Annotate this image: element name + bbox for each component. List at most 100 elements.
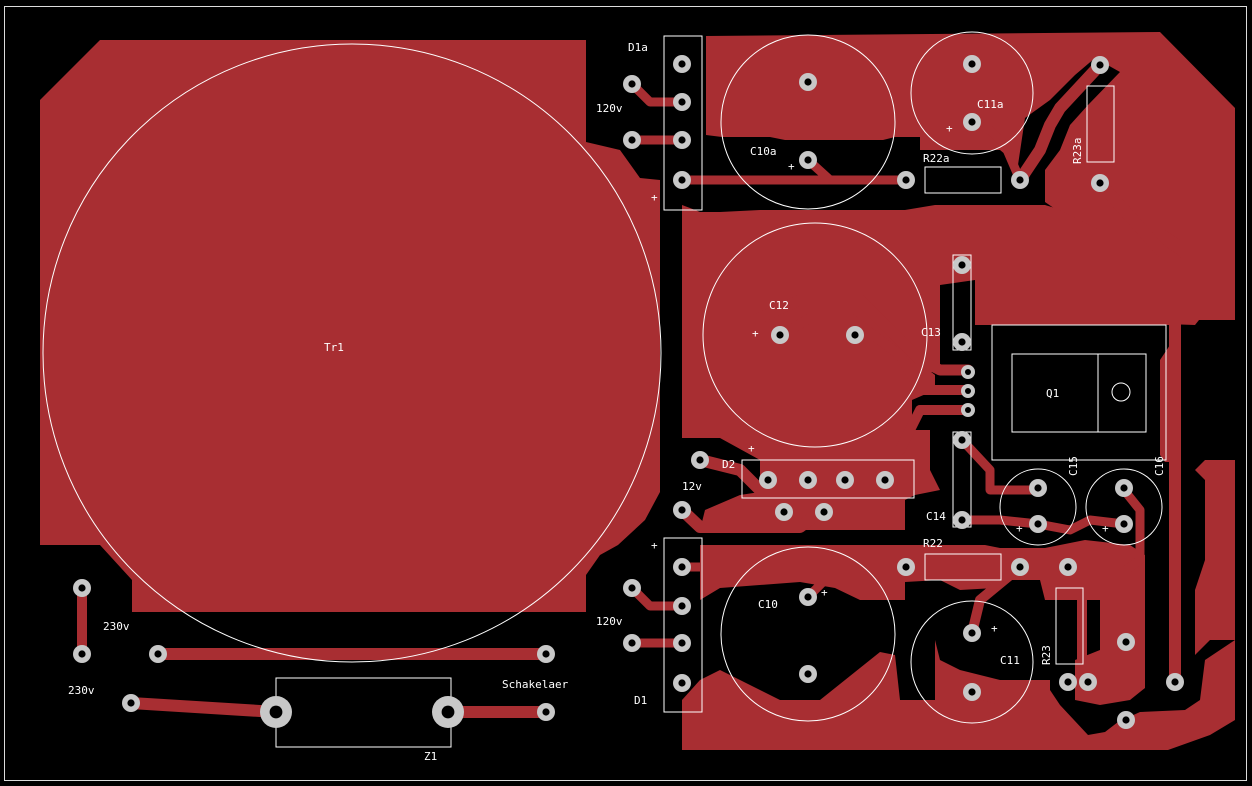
pad-r23-1-drill (1064, 563, 1072, 571)
trace-230v-c (125, 697, 282, 718)
label-d1: D1 (634, 694, 647, 707)
copper-pour-middle (682, 205, 1235, 530)
pad-z1-1-drill (269, 705, 283, 719)
pad-230v-b1-drill (154, 650, 162, 658)
pad-d1-3-drill (678, 639, 686, 647)
d1a-outline (663, 35, 703, 211)
pad-d1-1-drill (678, 563, 686, 571)
pad-r22a-1-drill (902, 176, 910, 184)
label-d2: D2 (722, 458, 735, 471)
pad-r23a-2-drill (1096, 179, 1104, 187)
trace-r23a-top (1014, 59, 1106, 186)
pad-switch-drill (542, 708, 550, 716)
pad-q1-1-drill (965, 369, 971, 375)
label-c13: C13 (921, 326, 941, 339)
pad-12v-4-drill (820, 508, 828, 516)
pad-r23-3-drill (1084, 678, 1092, 686)
c10-outline (720, 546, 896, 722)
copper-pour-transformer (40, 40, 660, 612)
pad-c14-2-drill (958, 516, 966, 524)
label-r23a: R23a (1071, 138, 1084, 165)
pad-z1-2-drill (441, 705, 455, 719)
pad-layer (73, 55, 1184, 729)
pad-d1a-1-drill (678, 60, 686, 68)
plus-c16: + (1102, 522, 1109, 535)
r23-body (1055, 587, 1084, 665)
label-r22: R22 (923, 537, 943, 550)
label-d1a: D1a (628, 41, 648, 54)
trace-c15-c16 (1033, 515, 1129, 535)
pad-r22-1-drill (902, 563, 910, 571)
pad-q1-2-drill (965, 388, 971, 394)
pad-r23-2-drill (1064, 678, 1072, 686)
pad-d1a-2-drill (678, 98, 686, 106)
pad-c11-1-drill (968, 629, 976, 637)
label-q1: Q1 (1046, 387, 1059, 400)
copper-pour-top-right (706, 32, 1235, 325)
trace-c11a (967, 117, 1025, 185)
pad-230v-a2-drill (78, 650, 86, 658)
r23a-body (1086, 85, 1115, 163)
q1-mount-hole (1111, 382, 1131, 402)
pad-c12-2-drill (851, 331, 859, 339)
pad-c11a-2-drill (968, 118, 976, 126)
label-120v-top: 120v (596, 102, 623, 115)
pad-r23a-out-drill (1171, 678, 1179, 686)
pad-d2-4-drill (881, 476, 889, 484)
pad-230v-b2-drill (542, 650, 550, 658)
pad-d2-1-drill (764, 476, 772, 484)
pad-12v-1-drill (696, 456, 704, 464)
pad-c12-1-drill (776, 331, 784, 339)
label-r22a: R22a (923, 152, 950, 165)
pad-c15-1-drill (1034, 484, 1042, 492)
label-switch: Schakelaer (502, 678, 569, 691)
copper-pour-right-strip (1195, 400, 1235, 655)
label-c10: C10 (758, 598, 778, 611)
pad-c11a-1-drill (968, 60, 976, 68)
pad-d1a-4-drill (678, 176, 686, 184)
pad-c10a-2-drill (804, 156, 812, 164)
pad-r22-2-drill (1016, 563, 1024, 571)
trace-12v (676, 504, 826, 533)
label-230v-b: 230v (68, 684, 95, 697)
label-c11: C11 (1000, 654, 1020, 667)
plus-d1: + (651, 539, 658, 552)
pad-230v-a1-drill (78, 584, 86, 592)
pad-c16-out-drill (1122, 638, 1130, 646)
c11-outline (910, 600, 1034, 724)
copper-pour-bottom-right (700, 540, 1145, 705)
r22-body (924, 553, 1002, 581)
plus-c10a: + (788, 160, 795, 173)
pad-c16-2-drill (1120, 520, 1128, 528)
trace-c16 (1119, 485, 1145, 647)
pad-c13-1-drill (958, 261, 966, 269)
tr1-outline (42, 43, 662, 663)
c16-outline (1085, 468, 1163, 546)
plus-c15: + (1016, 522, 1023, 535)
trace-c12-b (749, 294, 974, 376)
c11a-outline (910, 31, 1034, 155)
label-c11a: C11a (977, 98, 1004, 111)
c10a-outline (720, 34, 896, 210)
pad-c14-1-drill (958, 436, 966, 444)
copper-layer (40, 32, 1235, 750)
copper-pour-bottom (682, 640, 1235, 750)
plus-c10: + (821, 586, 828, 599)
plus-c11a: + (946, 122, 953, 135)
pad-c10-2-drill (804, 670, 812, 678)
trace-c14 (957, 435, 1043, 495)
c12-outline (702, 222, 928, 448)
plus-d2: + (748, 442, 755, 455)
trace-r23a (1094, 177, 1181, 688)
plus-c11: + (991, 622, 998, 635)
trace-q1-b (840, 405, 973, 485)
pad-r23a-1-drill (1096, 61, 1104, 69)
pad-12v-2-drill (678, 506, 686, 514)
pad-d2-2-drill (804, 476, 812, 484)
pad-d1-2-drill (678, 602, 686, 610)
label-c14: C14 (926, 510, 946, 523)
pad-c13-2-drill (958, 338, 966, 346)
d1-outline (663, 537, 703, 713)
d2-outline (741, 459, 915, 499)
